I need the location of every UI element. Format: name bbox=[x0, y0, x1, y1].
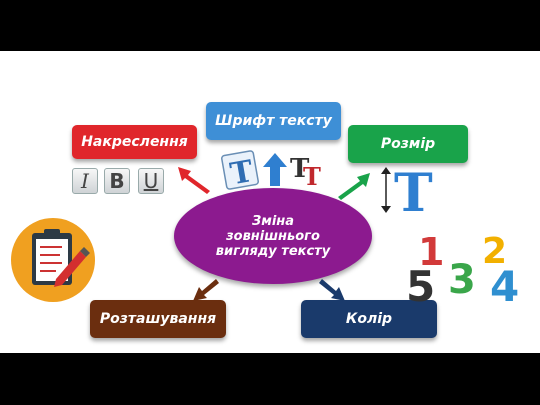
diagram-canvas: Зміна зовнішнього вигляду тексту Шрифт т… bbox=[0, 51, 540, 353]
size-box-label: Розмір bbox=[380, 136, 436, 152]
arrow-to-color-icon bbox=[319, 279, 345, 301]
up-arrow-icon bbox=[263, 153, 287, 186]
position-box: Розташування bbox=[90, 300, 226, 338]
style-box: Накреслення bbox=[72, 125, 197, 159]
svg-text:2: 2 bbox=[482, 231, 507, 272]
font-box: Шрифт тексту bbox=[206, 102, 341, 140]
svg-text:3: 3 bbox=[448, 257, 476, 303]
size-box: Розмір bbox=[348, 125, 468, 163]
center-topic-line1: Зміна bbox=[251, 213, 295, 229]
arrow-to-position-icon bbox=[193, 279, 219, 301]
size-arrow-icon bbox=[381, 167, 391, 213]
center-topic-line3: вигляду тексту bbox=[215, 243, 331, 259]
clipboard-icon bbox=[11, 218, 95, 302]
arrow-to-style-icon bbox=[178, 167, 210, 194]
svg-text:5: 5 bbox=[406, 262, 435, 311]
font-t-icon: T bbox=[221, 150, 259, 192]
svg-text:T: T bbox=[290, 154, 310, 184]
italic-button-icon: I bbox=[72, 168, 98, 194]
arrow-to-size-icon bbox=[338, 173, 370, 200]
color-box-label: Колір bbox=[345, 311, 393, 327]
bold-button-icon: B bbox=[104, 168, 130, 194]
underline-button-icon: U bbox=[138, 168, 164, 194]
svg-text:T: T bbox=[394, 163, 433, 224]
size-t-icon: T bbox=[394, 163, 433, 224]
center-topic: Зміна зовнішнього вигляду тексту bbox=[174, 188, 372, 284]
font-box-label: Шрифт тексту bbox=[215, 113, 332, 129]
position-box-label: Розташування bbox=[99, 311, 217, 327]
font-tt-icon: T T bbox=[290, 154, 321, 191]
svg-text:4: 4 bbox=[490, 262, 519, 311]
color-box: Колір bbox=[301, 300, 437, 338]
style-box-label: Накреслення bbox=[81, 134, 188, 150]
svg-text:T: T bbox=[303, 162, 321, 191]
svg-text:1: 1 bbox=[418, 230, 444, 274]
center-topic-line2: зовнішнього bbox=[226, 228, 320, 244]
colored-numbers-icon: 1 2 5 3 4 bbox=[406, 230, 519, 311]
